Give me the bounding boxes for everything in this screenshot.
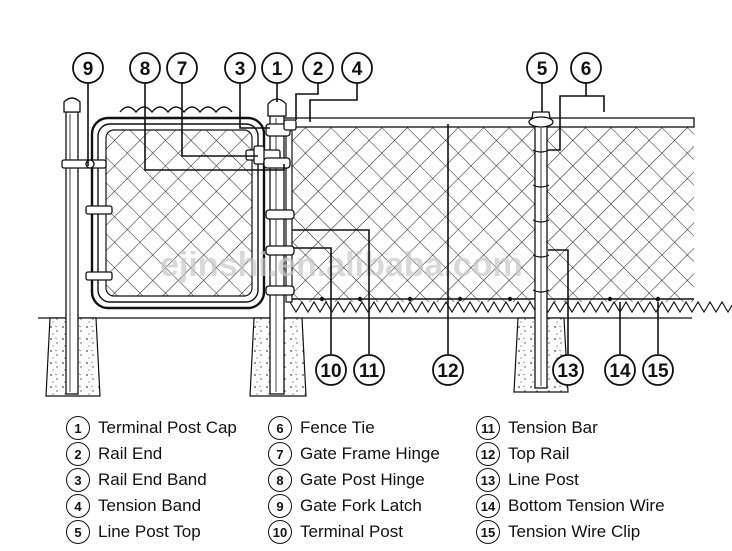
leader-lines	[87, 82, 659, 354]
legend-item-5: 5 Line Post Top	[66, 520, 201, 544]
legend-item-12: 12 Top Rail	[476, 442, 569, 466]
svg-text:3: 3	[235, 59, 246, 80]
svg-text:10: 10	[320, 361, 341, 382]
concrete-footings	[45, 317, 569, 397]
gate	[90, 106, 266, 310]
svg-text:11: 11	[359, 361, 380, 382]
callout-1: 1	[261, 52, 293, 84]
tension-wire-clips	[319, 296, 661, 302]
callout-7: 7	[166, 52, 198, 84]
legend-item-4: 4 Tension Band	[66, 494, 201, 518]
legend-number: 1	[66, 416, 90, 440]
svg-text:13: 13	[557, 361, 578, 382]
legend-label: Terminal Post Cap	[98, 418, 237, 437]
legend-label: Fence Tie	[300, 418, 375, 437]
callout-3: 3	[224, 52, 256, 84]
legend-number: 11	[476, 416, 500, 440]
legend-item-6: 6 Fence Tie	[268, 416, 375, 440]
svg-text:8: 8	[140, 59, 151, 80]
callout-15: 15	[642, 354, 674, 386]
legend-number: 13	[476, 468, 500, 492]
callout-9: 9	[72, 52, 104, 84]
svg-text:6: 6	[581, 59, 592, 80]
legend-item-9: 9 Gate Fork Latch	[268, 494, 422, 518]
callout-4: 4	[341, 52, 373, 84]
legend-item-14: 14 Bottom Tension Wire	[476, 494, 665, 518]
legend-number: 5	[66, 520, 90, 544]
fence-ties	[532, 149, 550, 293]
svg-text:12: 12	[437, 361, 458, 382]
svg-text:15: 15	[647, 361, 669, 382]
callout-5: 5	[526, 52, 558, 84]
legend-number: 7	[268, 442, 292, 466]
legend-item-15: 15 Tension Wire Clip	[476, 520, 640, 544]
legend-label: Top Rail	[508, 444, 570, 463]
legend-number: 3	[66, 468, 90, 492]
legend-number: 8	[268, 468, 292, 492]
legend-label: Tension Bar	[508, 418, 598, 437]
svg-text:4: 4	[352, 59, 363, 80]
legend-item-11: 11 Tension Bar	[476, 416, 598, 440]
legend-number: 15	[476, 520, 500, 544]
callout-12: 12	[432, 354, 464, 386]
callout-8: 8	[129, 52, 161, 84]
callout-13: 13	[552, 354, 584, 386]
legend-number: 2	[66, 442, 90, 466]
gate-post	[63, 97, 81, 395]
legend-label: Gate Post Hinge	[300, 470, 425, 489]
callout-11: 11	[353, 354, 385, 386]
legend-number: 14	[476, 494, 500, 518]
callout-6: 6	[570, 52, 602, 84]
legend-label: Tension Band	[98, 496, 202, 515]
legend-label: Gate Frame Hinge	[300, 444, 440, 463]
svg-text:14: 14	[609, 361, 631, 382]
callout-2: 2	[302, 52, 334, 84]
legend-item-10: 10 Terminal Post	[268, 520, 403, 544]
svg-text:5: 5	[537, 59, 548, 80]
legend-item-8: 8 Gate Post Hinge	[268, 468, 425, 492]
legend-item-1: 1 Terminal Post Cap	[66, 416, 237, 440]
legend-label: Line Post Top	[98, 522, 201, 541]
legend-label: Rail End Band	[98, 470, 207, 489]
svg-text:1: 1	[272, 59, 283, 80]
legend-label: Line Post	[508, 470, 579, 489]
callout-10: 10	[315, 354, 347, 386]
svg-text:2: 2	[313, 59, 324, 80]
legend-number: 6	[268, 416, 292, 440]
legend-label: Tension Wire Clip	[508, 522, 641, 541]
legend-item-3: 3 Rail End Band	[66, 468, 207, 492]
hardware-fittings	[61, 116, 554, 296]
legend-item-2: 2 Rail End	[66, 442, 162, 466]
svg-text:7: 7	[177, 59, 188, 80]
legend-label: Rail End	[98, 444, 163, 463]
legend-number: 9	[268, 494, 292, 518]
legend-item-7: 7 Gate Frame Hinge	[268, 442, 440, 466]
callout-14: 14	[604, 354, 636, 386]
legend-number: 12	[476, 442, 500, 466]
legend-number: 10	[268, 520, 292, 544]
top-rail	[283, 117, 695, 128]
legend-label: Gate Fork Latch	[300, 496, 422, 515]
legend-label: Terminal Post	[300, 522, 403, 541]
legend-number: 4	[66, 494, 90, 518]
legend-label: Bottom Tension Wire	[508, 496, 665, 515]
legend-item-13: 13 Line Post	[476, 468, 579, 492]
svg-text:9: 9	[83, 59, 94, 80]
watermark: ejinshi.en.alibaba.com	[160, 246, 523, 284]
